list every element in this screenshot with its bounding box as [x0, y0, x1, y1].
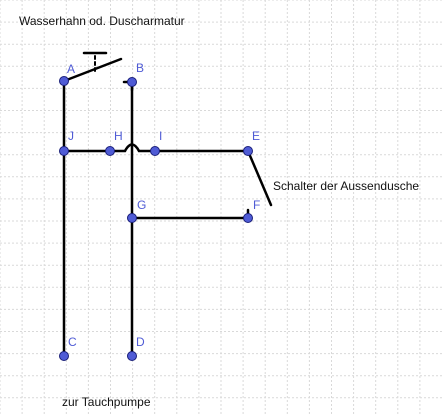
point-label-h: H: [114, 129, 123, 143]
caption-switch: Schalter der Aussendusche: [273, 179, 420, 193]
point-h: [105, 146, 115, 156]
point-label-a: A: [67, 62, 75, 76]
point-label-b: B: [136, 61, 144, 75]
points: [59, 76, 253, 361]
point-label-f: F: [253, 198, 260, 212]
point-b: [127, 77, 137, 87]
point-i: [150, 146, 160, 156]
point-g: [127, 213, 137, 223]
point-label-i: I: [159, 129, 162, 143]
point-labels: A B J H I E G F C D: [67, 61, 260, 349]
caption-bottom: zur Tauchpumpe: [62, 395, 151, 409]
point-label-j: J: [68, 129, 74, 143]
wire-switch-e: [246, 149, 273, 207]
point-a: [59, 76, 69, 86]
wires: [62, 51, 273, 358]
point-e: [243, 146, 253, 156]
point-label-e: E: [252, 129, 260, 143]
point-f: [243, 213, 253, 223]
wire-switch-a-b: [62, 57, 123, 83]
caption-top: Wasserhahn od. Duscharmatur: [19, 14, 185, 28]
wire-h-i-crossover: [108, 143, 157, 153]
point-j: [59, 146, 69, 156]
point-label-d: D: [136, 335, 145, 349]
point-d: [127, 351, 137, 361]
point-c: [59, 351, 69, 361]
point-label-c: C: [68, 335, 77, 349]
point-label-g: G: [137, 198, 146, 212]
